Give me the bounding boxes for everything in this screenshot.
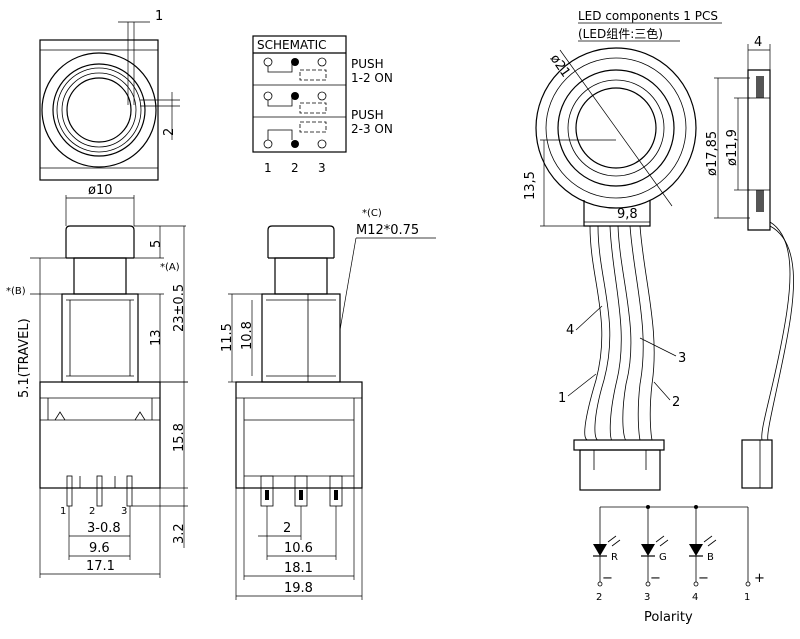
front-travel: 5.1(TRAVEL) (17, 318, 32, 398)
side-dim-10-8: 10.8 (240, 321, 255, 350)
top-view: 1 2 (39, 9, 180, 181)
front-pin-2: 2 (89, 506, 95, 517)
front-cap (65, 225, 135, 258)
led-dim-13-5: 13,5 (523, 171, 538, 200)
led-dia-17-85: ø17,85 (705, 131, 720, 176)
side-dim-19-8: 19.8 (284, 581, 313, 596)
front-pin-1: 1 (60, 506, 66, 517)
top-dim-1: 1 (155, 9, 163, 24)
schematic-frame (252, 35, 347, 153)
led-label-b: B (707, 552, 714, 563)
front-dim-17-1: 17.1 (86, 559, 115, 574)
schematic-pin-1: 1 (264, 161, 272, 175)
led-ring-outer (535, 47, 697, 209)
led-dim-9-8: 9,8 (617, 207, 638, 222)
side-base (235, 381, 363, 489)
front-dim-23: 23±0.5 (172, 284, 187, 332)
wire-label-2: 2 (672, 395, 680, 410)
side-cap (267, 225, 335, 258)
wire-label-4: 4 (566, 323, 574, 338)
side-dim-2: 2 (283, 521, 291, 536)
polarity-title: Polarity (644, 610, 693, 625)
push1-line2: 1-2 ON (351, 71, 393, 85)
led-dim-4: 4 (754, 35, 762, 50)
polarity-pin-1: 1 (744, 592, 750, 603)
push1-line1: PUSH (351, 57, 384, 71)
polarity-pin-4: 4 (692, 592, 698, 603)
side-dim-11-5: 11.5 (220, 323, 235, 352)
wire-label-3: 3 (678, 351, 686, 366)
led-label-r: R (611, 552, 618, 563)
schematic-pin-2: 2 (291, 161, 299, 175)
schematic: SCHEMATIC PUSH 1-2 ON PUSH 2-3 ON 1 2 3 (252, 35, 393, 175)
front-note-b: *(B) (6, 286, 26, 297)
side-dim-10-6: 10.6 (284, 541, 313, 556)
front-dim-13: 13 (149, 329, 164, 346)
led-side-view: 4 ø17,85 ø11,9 (705, 35, 794, 489)
front-dim-15-8: 15.8 (172, 423, 187, 452)
push2-line1: PUSH (351, 108, 384, 122)
polarity-minus-2: − (602, 571, 613, 586)
side-note-c: *(C) (362, 208, 382, 219)
wire-label-1: 1 (558, 391, 566, 406)
polarity-pin-2: 2 (596, 592, 602, 603)
front-dim-5: 5 (149, 240, 164, 248)
polarity-plus: + (754, 571, 765, 586)
led-title: LED components 1 PCS (578, 9, 718, 23)
side-thread (261, 293, 341, 383)
front-pin-3: 3 (121, 506, 127, 517)
front-dim-9-6: 9.6 (89, 541, 110, 556)
front-dia-10: ø10 (88, 183, 113, 198)
front-dim-3-2: 3.2 (172, 523, 187, 544)
front-thread (61, 293, 139, 383)
polarity-minus-3: − (650, 571, 661, 586)
front-view: ø10 5 *(A) 23±0.5 13 *(B) 5.1(TRAVEL) 15… (6, 183, 188, 578)
led-label-g: G (659, 552, 667, 563)
push2-line2: 2-3 ON (351, 122, 393, 136)
polarity-pin-3: 3 (644, 592, 650, 603)
front-base (39, 381, 161, 489)
polarity-diagram: R G B − − − + 2 3 4 1 Polarity (593, 505, 765, 625)
front-dim-3-0-8: 3-0.8 (87, 521, 121, 536)
schematic-pin-3: 3 (318, 161, 326, 175)
side-view: *(C) M12*0.75 11.5 10.8 2 10.6 18.1 19.8 (220, 208, 436, 600)
side-dim-18-1: 18.1 (284, 561, 313, 576)
schematic-title: SCHEMATIC (257, 38, 326, 52)
led-component: LED components 1 PCS (LED组件:三色) 4 3 1 2 (523, 9, 722, 491)
top-view-body (39, 39, 159, 181)
front-note-a: *(A) (160, 262, 180, 273)
led-dia-11-9: ø11,9 (725, 129, 740, 166)
led-subtitle: (LED组件:三色) (578, 27, 663, 41)
led-side-connector (741, 439, 773, 489)
led-connector (573, 439, 665, 451)
polarity-minus-4: − (698, 571, 709, 586)
side-thread-spec: M12*0.75 (356, 223, 419, 238)
top-dim-2: 2 (162, 128, 177, 136)
